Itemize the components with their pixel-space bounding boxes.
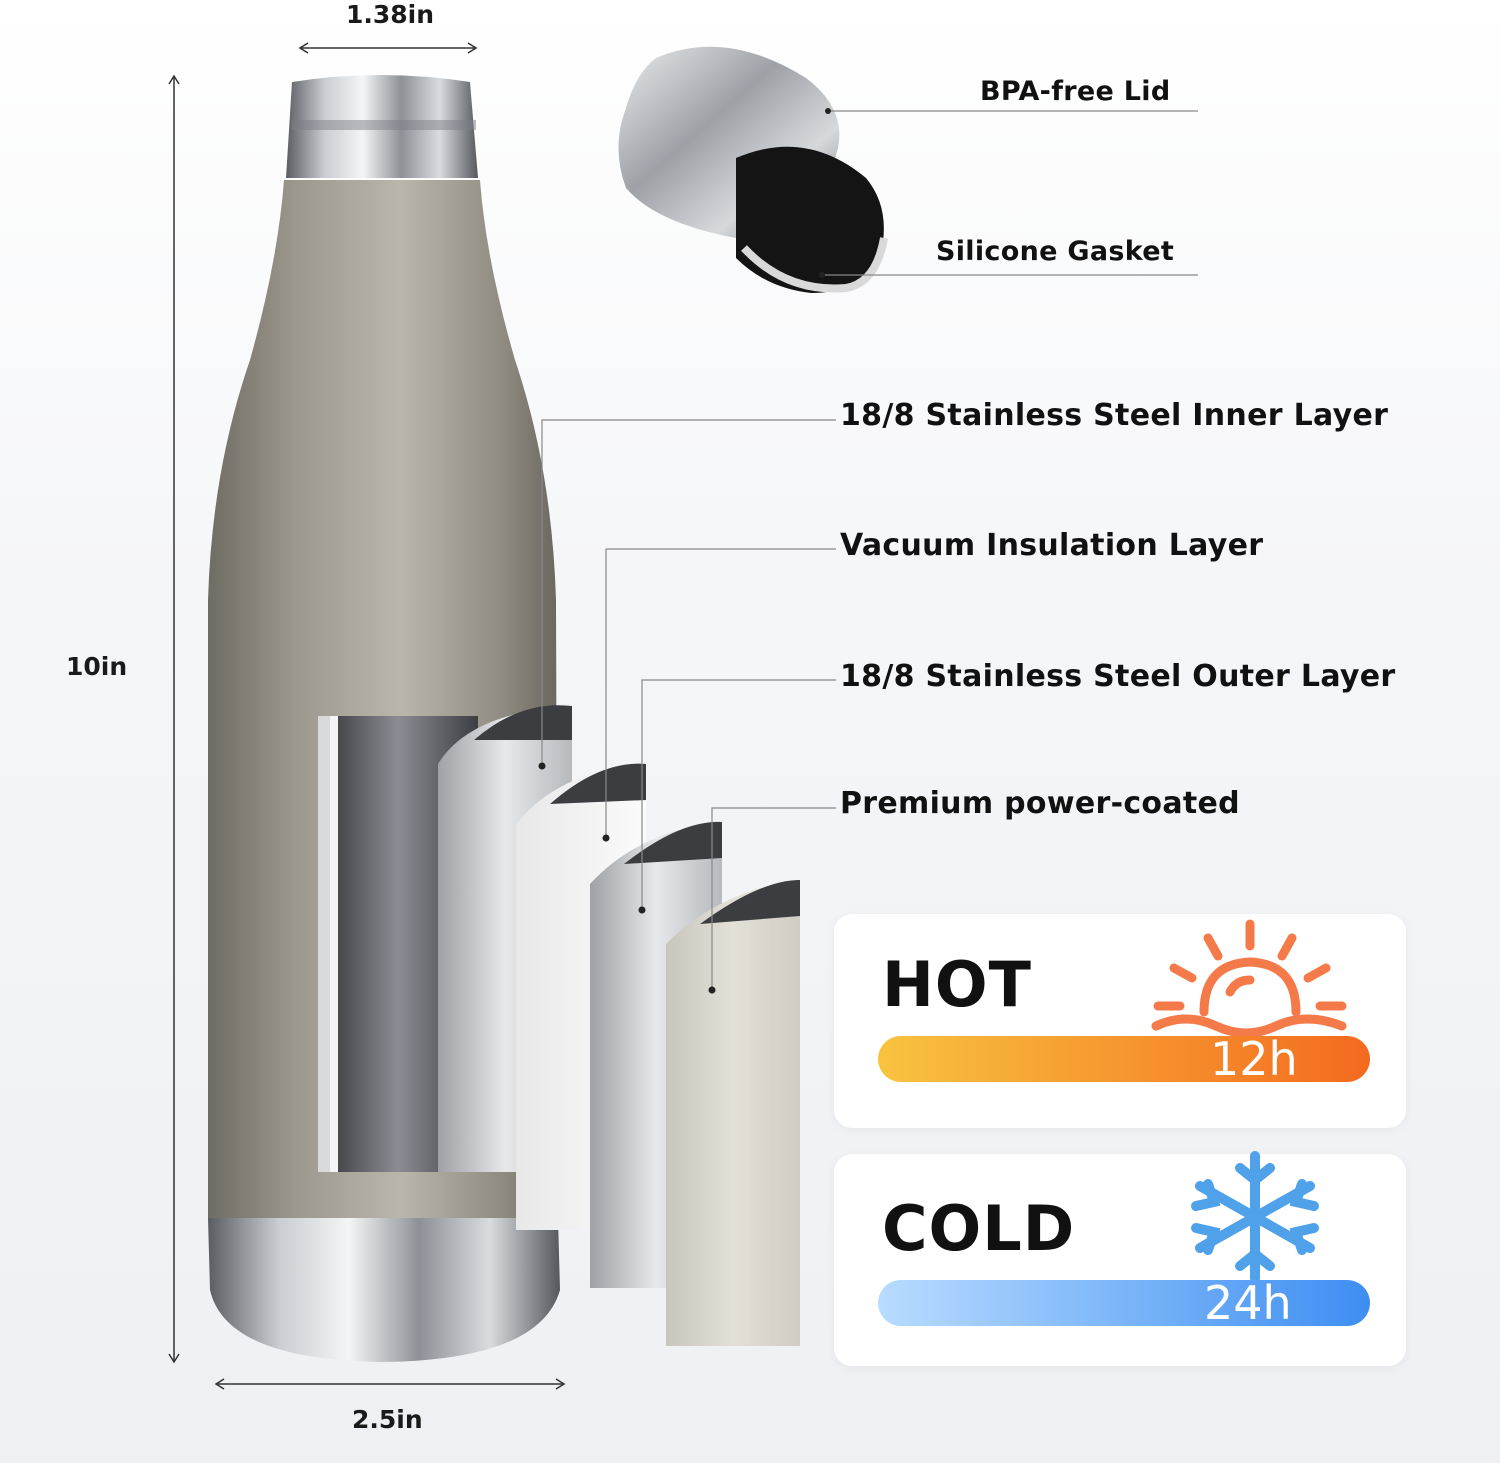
hot-label: HOT <box>882 948 1032 1021</box>
vacuum-layer-callout: Vacuum Insulation Layer <box>840 528 1264 563</box>
height-label: 10in <box>66 652 128 681</box>
inner-layer-callout: 18/8 Stainless Steel Inner Layer <box>840 398 1389 433</box>
height-arrow <box>168 74 180 1364</box>
bottom-width-label: 2.5in <box>352 1405 423 1434</box>
outer-layer-callout: 18/8 Stainless Steel Outer Layer <box>840 659 1396 694</box>
lid-callout: BPA-free Lid <box>980 76 1171 107</box>
hot-duration: 12h <box>1210 1032 1298 1086</box>
bottom-width-arrow <box>214 1378 566 1390</box>
top-width-label: 1.38in <box>346 0 435 29</box>
sun-icon <box>1151 919 1347 1038</box>
coating-callout: Premium power-coated <box>840 786 1240 821</box>
cold-panel: COLD 24h <box>834 1151 1406 1366</box>
cold-label: COLD <box>882 1192 1076 1265</box>
bottle-illustration <box>208 75 800 1362</box>
top-width-arrow <box>298 42 478 54</box>
snowflake-icon <box>1191 1151 1319 1283</box>
hot-bar <box>878 1036 1370 1082</box>
lid-illustration <box>618 46 888 293</box>
hot-panel: HOT 12h <box>834 914 1406 1128</box>
cold-bar <box>878 1280 1370 1326</box>
gasket-callout: Silicone Gasket <box>936 236 1175 267</box>
cold-duration: 24h <box>1204 1276 1292 1330</box>
